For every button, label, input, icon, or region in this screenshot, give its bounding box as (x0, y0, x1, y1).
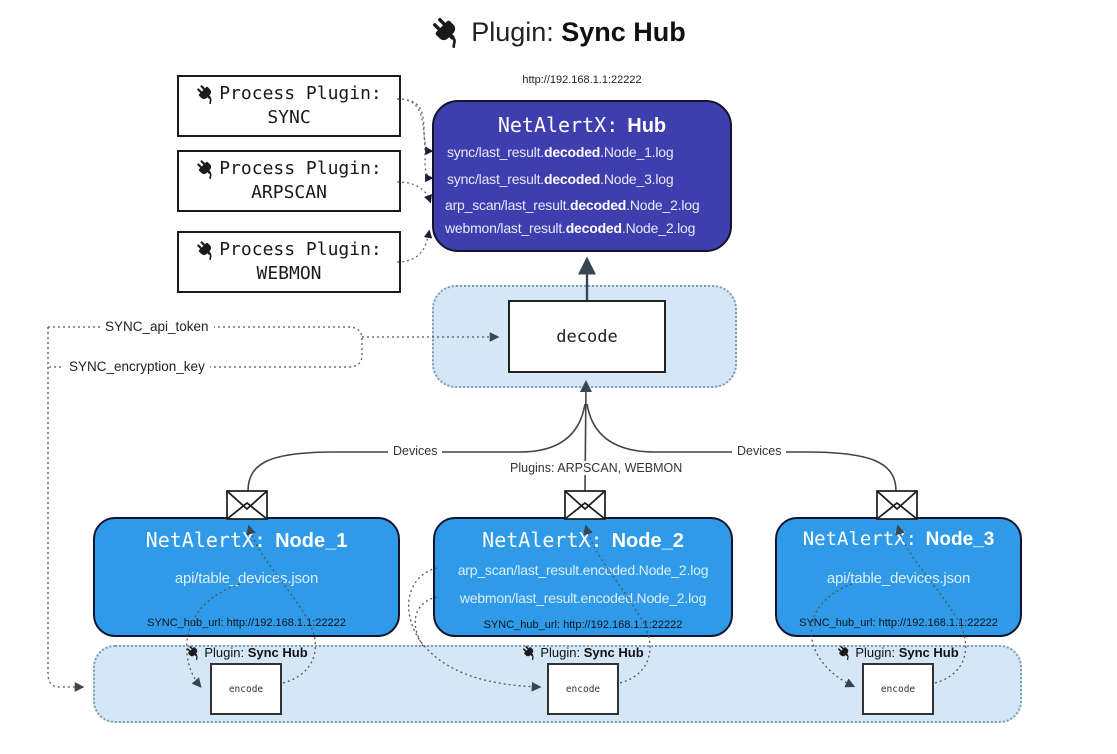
plugins-edge-label: Plugins: ARPSCAN, WEBMON (505, 461, 688, 475)
devices-label-left: Devices (388, 444, 443, 458)
plug-icon (431, 16, 463, 48)
process-plugin-name: SYNC (267, 107, 311, 128)
encode-plugin-label-1: Plugin: Sync Hub (177, 645, 317, 660)
process-plugin-box-arpscan: Process Plugin: ARPSCAN (177, 150, 401, 212)
sync-encryption-key-label: SYNC_encryption_key (64, 359, 210, 374)
plug-icon (837, 645, 852, 660)
envelope-icon (226, 490, 268, 520)
node-title: NetAlertX:Node_2 (482, 528, 684, 552)
plug-icon (196, 84, 216, 104)
edge-sync-to-hub-line2 (396, 98, 434, 183)
node-hub-url: SYNC_hub_url: http://192.168.1.1:22222 (799, 617, 998, 629)
node-title: NetAlertX:Node_3 (802, 528, 995, 550)
process-plugin-name: ARPSCAN (251, 182, 327, 203)
node-hub-url: SYNC_hub_url: http://192.168.1.1:22222 (483, 619, 683, 631)
edge-sync-to-hub-line1 (396, 98, 434, 156)
process-plugin-label: Process Plugin: (219, 238, 382, 260)
node-file-line: api/table_devices.json (826, 570, 971, 587)
hub-log-line: sync/last_result.decoded.Node_3.log (447, 171, 674, 187)
diagram-title: Plugin: Sync Hub (0, 16, 1117, 48)
plug-icon (186, 645, 201, 660)
process-plugin-label: Process Plugin: (219, 157, 382, 179)
title-text: Plugin: Sync Hub (471, 17, 686, 48)
edge-settings-to-encode-panel (47, 327, 85, 692)
process-plugin-box-webmon: Process Plugin: WEBMON (177, 231, 401, 293)
node-file-line: arp_scan/last_result.encoded.Node_2.log (457, 562, 709, 578)
process-plugin-name: WEBMON (256, 263, 322, 284)
encode-plugin-label-2: Plugin: Sync Hub (513, 645, 653, 660)
hub-log-line: sync/last_result.decoded.Node_1.log (447, 144, 674, 160)
edge-webmon-to-hub (396, 229, 433, 263)
hub-log-line: webmon/last_result.decoded.Node_2.log (445, 220, 696, 236)
hub-title-name: Hub (627, 115, 667, 137)
plug-icon (196, 159, 216, 179)
hub-box (432, 100, 732, 252)
decode-box: decode (508, 300, 666, 373)
encode-box-2: encode (547, 663, 619, 715)
node-hub-url: SYNC_hub_url: http://192.168.1.1:22222 (147, 617, 346, 629)
envelope-icon (564, 490, 606, 520)
node-file-line: api/table_devices.json (174, 570, 319, 587)
title-prefix: Plugin: (471, 16, 554, 47)
devices-label-right: Devices (732, 444, 787, 458)
hub-log-line: arp_scan/last_result.decoded.Node_2.log (445, 197, 700, 213)
process-plugin-box-sync: Process Plugin: SYNC (177, 75, 401, 137)
hub-url-label: http://192.168.1.1:22222 (522, 74, 642, 86)
encode-box-3: encode (862, 663, 934, 715)
plug-icon (196, 240, 216, 260)
plug-icon (522, 645, 537, 660)
title-name: Sync Hub (561, 16, 686, 47)
encode-plugin-label-3: Plugin: Sync Hub (828, 645, 968, 660)
node-box-node-1 (93, 517, 400, 637)
hub-title-prefix: NetAlertX: (497, 113, 619, 137)
sync-api-token-label: SYNC_api_token (100, 319, 214, 334)
process-plugin-label: Process Plugin: (219, 82, 382, 104)
edge-arpscan-to-hub (396, 181, 432, 204)
node-file-line: webmon/last_result.encoded.Node_2.log (459, 590, 707, 606)
envelope-icon (876, 490, 918, 520)
node-title: NetAlertX:Node_1 (145, 528, 348, 552)
encode-box-1: encode (210, 663, 282, 715)
hub-title: NetAlertX: Hub (432, 113, 732, 138)
